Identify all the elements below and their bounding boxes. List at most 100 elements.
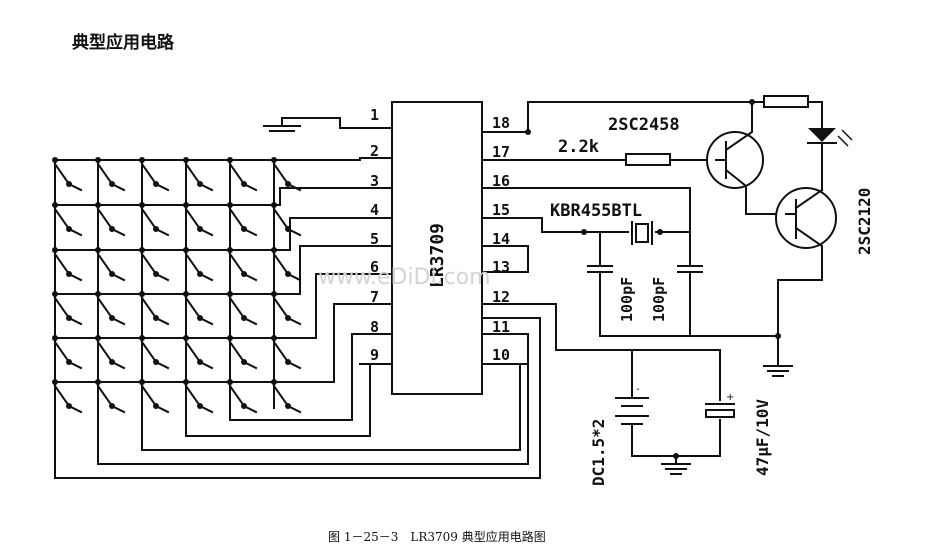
keypad-switch-lead: [198, 360, 214, 370]
keypad-switch: [184, 252, 202, 276]
keypad-switch: [272, 207, 290, 231]
pin-15-label: 15: [492, 201, 510, 219]
keypad-switch-lead: [242, 360, 258, 370]
figure-caption: 图 1－25－3 LR3709 典型应用电路图: [328, 530, 546, 544]
keypad-node: [271, 157, 277, 163]
keypad-switch-lead: [110, 404, 126, 414]
keypad-switch: [53, 296, 71, 320]
keypad-switch: [228, 340, 246, 364]
keypad-switch-lead: [286, 227, 302, 237]
keypad-switch-lead: [242, 227, 258, 237]
power-supply: + -: [481, 303, 735, 475]
page-title: 典型应用电路: [72, 33, 174, 53]
keypad-switch: [184, 162, 202, 186]
svg-text:-: -: [636, 384, 640, 395]
keypad-switch-lead: [242, 404, 258, 414]
keypad-switch-lead: [154, 316, 170, 326]
pin-16-label: 16: [492, 172, 510, 190]
keypad-node: [271, 335, 277, 341]
keypad-switch-lead: [198, 272, 214, 282]
watermark: www.eDiDi.com: [318, 265, 491, 290]
column-return-wires: [54, 159, 541, 479]
resistor-2k2-label: 2.2k: [558, 137, 599, 157]
pin-4-label: 4: [370, 201, 379, 219]
keypad-switch-lead: [198, 404, 214, 414]
keypad-switch: [272, 252, 290, 276]
keypad-switch: [272, 384, 290, 408]
pin-9-label: 9: [370, 346, 379, 364]
keypad-switch: [96, 252, 114, 276]
ground-symbol-right: [763, 333, 793, 377]
keypad-switch-lead: [286, 182, 302, 192]
keypad-node: [271, 379, 277, 385]
keypad-switch: [53, 384, 71, 408]
keypad-switch: [184, 207, 202, 231]
svg-text:+: +: [726, 392, 734, 403]
keypad-switch: [96, 162, 114, 186]
pin-18-label: 18: [492, 114, 510, 132]
keypad-switch-lead: [154, 272, 170, 282]
pin-5-label: 5: [370, 230, 379, 248]
keypad-node: [271, 247, 277, 253]
keypad-switch-lead: [110, 316, 126, 326]
keypad-switch-lead: [67, 404, 83, 414]
keypad-switch-lead: [198, 227, 214, 237]
transistor-q2-label: 2SC2120: [855, 188, 874, 255]
led-symbol: [807, 128, 853, 191]
keypad-switch-lead: [154, 404, 170, 414]
keypad-switch-lead: [198, 316, 214, 326]
transistor-q2: [775, 187, 837, 337]
pin-8-label: 8: [370, 318, 379, 336]
pin-17-label: 17: [492, 143, 510, 161]
keypad-switch: [228, 162, 246, 186]
transistor-q1: [706, 101, 787, 215]
cap1-label: 100pF: [618, 277, 636, 322]
keypad-switch: [53, 252, 71, 276]
keypad-switch: [184, 296, 202, 320]
keypad-switch-lead: [286, 360, 302, 370]
keypad-switch-lead: [110, 227, 126, 237]
pin-13-label: 13: [492, 258, 510, 276]
pin-6-label: 6: [370, 258, 379, 276]
keypad-switch: [53, 162, 71, 186]
keypad-switch: [53, 340, 71, 364]
pin-11-label: 11: [492, 318, 510, 336]
keypad-switch-lead: [67, 360, 83, 370]
keypad-switch-lead: [67, 316, 83, 326]
keypad-switch-lead: [67, 227, 83, 237]
keypad-switch-lead: [67, 272, 83, 282]
pin-7-label: 7: [370, 288, 379, 306]
pin-2-label: 2: [370, 142, 379, 160]
pin-3-label: 3: [370, 172, 379, 190]
keypad-switch: [140, 207, 158, 231]
keypad-switch-lead: [154, 360, 170, 370]
ic-label: LR3709: [427, 223, 448, 288]
keypad-switch-lead: [154, 182, 170, 192]
keypad-switch-lead: [286, 404, 302, 414]
keypad-switch: [140, 162, 158, 186]
keypad-node: [271, 202, 277, 208]
keypad-switch-lead: [110, 272, 126, 282]
keypad-switch: [96, 340, 114, 364]
keypad-switch-lead: [198, 182, 214, 192]
keypad-switch: [272, 296, 290, 320]
transistor-q1-label: 2SC2458: [608, 115, 680, 135]
resonator-circuit: [527, 187, 779, 337]
keypad-switch: [140, 296, 158, 320]
keypad-switch: [228, 296, 246, 320]
keypad-switch-lead: [67, 182, 83, 192]
pin-1-label: 1: [370, 106, 379, 124]
keypad-switch-lead: [286, 316, 302, 326]
pin-14-label: 14: [492, 230, 510, 248]
keypad-switch-lead: [110, 182, 126, 192]
keypad-switch: [228, 384, 246, 408]
keypad-switch: [140, 252, 158, 276]
keypad-switch: [53, 207, 71, 231]
keypad-switch: [184, 384, 202, 408]
ground-symbol-pin1: [263, 117, 341, 132]
keypad-switch-lead: [242, 182, 258, 192]
keypad-switch: [228, 207, 246, 231]
keypad-switch: [96, 296, 114, 320]
keypad-switch: [184, 340, 202, 364]
